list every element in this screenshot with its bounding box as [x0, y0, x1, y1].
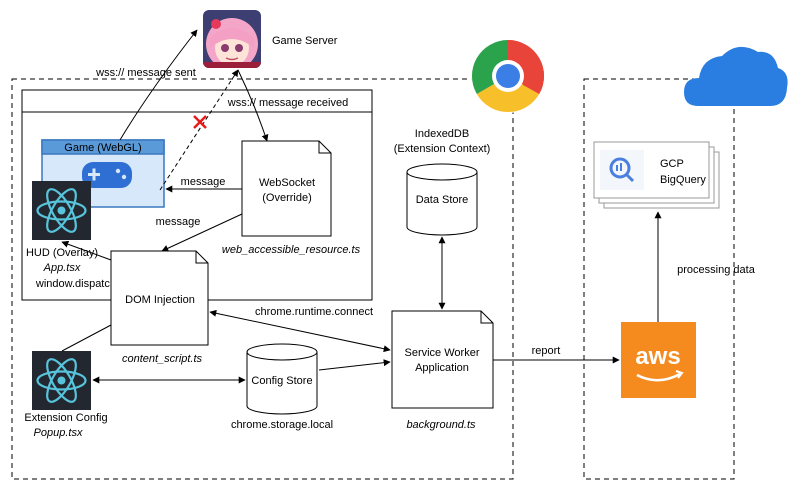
- websocket-override-label: (Override): [262, 192, 312, 204]
- bigquery-icon: [600, 150, 644, 190]
- data-store-cylinder: [406, 163, 478, 236]
- app-tsx-label: App.tsx: [43, 262, 81, 274]
- cloud-boundary: [583, 78, 735, 480]
- blocked-connection: [159, 69, 239, 191]
- game-webgl-label: Game (WebGL): [64, 142, 141, 154]
- content-script-label: content_script.ts: [122, 353, 203, 365]
- anime-avatar-icon: [203, 10, 261, 68]
- dispatch-arrow: [61, 240, 112, 261]
- websocket-override-box: [241, 140, 332, 237]
- wss-received-arrow: [237, 69, 269, 142]
- service-worker-box: [391, 310, 494, 409]
- background-label: background.ts: [406, 419, 476, 431]
- gcp-bigquery-card: [593, 141, 720, 209]
- service-worker-label: Service Worker: [405, 347, 480, 359]
- aws-icon: [621, 322, 696, 398]
- dom-injection-box: [110, 250, 209, 346]
- runtime-connect-label: chrome.runtime.connect: [255, 306, 373, 318]
- ext-config-label: Extension Config: [24, 412, 107, 424]
- react-icon: [32, 351, 91, 410]
- config-store-label: Config Store: [251, 375, 312, 387]
- application-label: Application: [415, 362, 469, 374]
- popup-tsx-label: Popup.tsx: [34, 427, 83, 439]
- popup-to-dom-arrow: [61, 324, 112, 352]
- gcp-label: GCP: [660, 158, 684, 170]
- bigquery-label: BigQuery: [660, 174, 706, 186]
- browser-boundary: [11, 78, 514, 480]
- gamepad-icon: [82, 162, 132, 188]
- message-to-dom-arrow: [161, 213, 243, 252]
- report-label: report: [532, 345, 561, 357]
- wss-received-label: wss:// message received: [227, 97, 348, 109]
- runtime-connect-arrow: [209, 309, 391, 353]
- chrome-icon: [471, 39, 545, 113]
- hud-label: HUD (Overlay): [26, 247, 98, 259]
- processing-label: processing data: [677, 264, 756, 276]
- message-label-1: message: [181, 176, 226, 188]
- wss-sent-arrow: [119, 29, 198, 141]
- websocket-label: WebSocket: [259, 177, 315, 189]
- config-to-sw-arrow: [318, 359, 391, 371]
- web-accessible-label: web_accessible_resource.ts: [222, 244, 361, 256]
- dom-injection-label: DOM Injection: [125, 294, 195, 306]
- react-icon: [32, 181, 91, 240]
- cloud-icon: [684, 46, 788, 106]
- indexeddb-label: IndexedDB: [415, 128, 469, 140]
- aws-label: aws: [635, 343, 680, 370]
- message-label-2: message: [156, 216, 201, 228]
- indexeddb-context-label: (Extension Context): [394, 143, 491, 155]
- wss-sent-label: wss:// message sent: [95, 67, 196, 79]
- storage-local-label: chrome.storage.local: [231, 419, 333, 431]
- game-server-label: Game Server: [272, 35, 338, 47]
- data-store-label: Data Store: [416, 194, 469, 206]
- blocked-x-icon: [193, 115, 207, 129]
